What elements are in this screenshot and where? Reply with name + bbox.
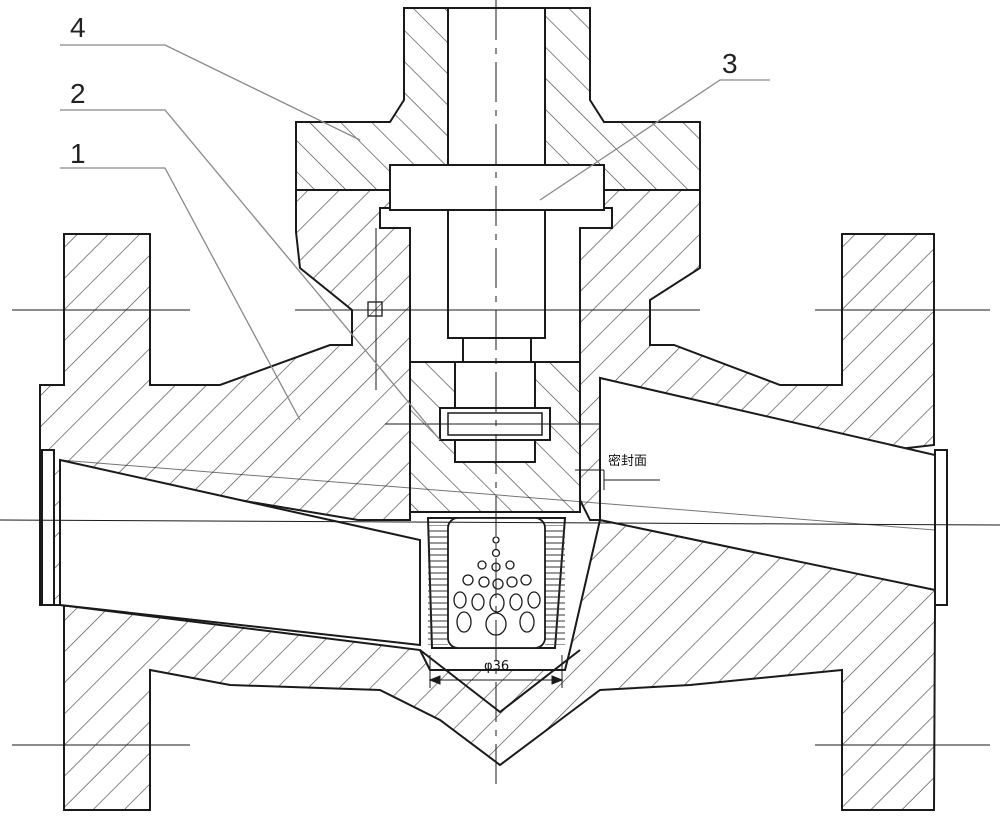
callout-label-1: 1: [70, 138, 86, 169]
left-flange-face: [41, 449, 55, 606]
diameter-dimension: [428, 655, 564, 688]
inlet-passage: [59, 458, 421, 647]
callout-label-2: 2: [70, 78, 86, 109]
callout-label-4: 4: [70, 12, 86, 43]
callout-label-3: 3: [722, 48, 738, 79]
diameter-label: φ36: [484, 659, 510, 674]
callout-leaders: [60, 44, 770, 441]
right-flange-face: [934, 449, 948, 606]
seal-face-label: 密封面: [608, 454, 648, 469]
bonnet-right: [544, 7, 701, 191]
bonnet: [295, 7, 451, 191]
center-lines: [0, 0, 1000, 790]
stem-collar: [389, 164, 605, 211]
cage-holes: [453, 536, 541, 636]
seal-face-leader: [575, 469, 660, 490]
